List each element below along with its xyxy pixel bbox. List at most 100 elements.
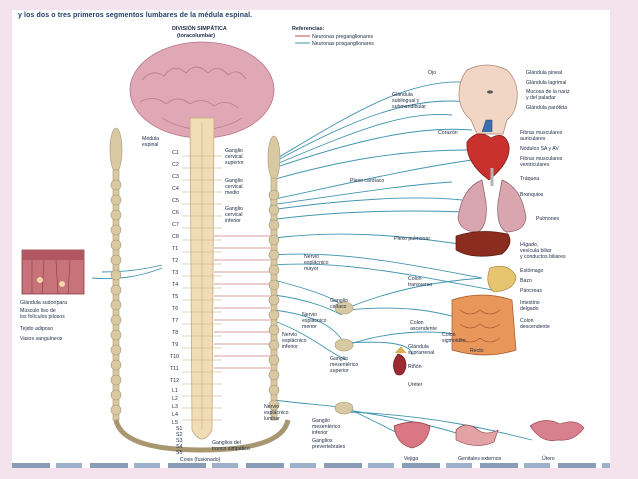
label-colon-desc: Colon — [520, 318, 534, 324]
segment-label: L2 — [172, 396, 178, 402]
segment-label: T12 — [170, 378, 179, 384]
label-lesser-splanchnic: Nervio — [302, 312, 317, 318]
label-trachea: Tráquea — [520, 176, 539, 182]
segment-label: T5 — [172, 294, 178, 300]
segment-label: L4 — [172, 412, 178, 418]
label-adrenal-2: suprarrenal — [408, 350, 434, 356]
label-ganglion-superior-2: cervical — [225, 154, 243, 160]
label-inf-mesenteric-3: inferior — [312, 430, 328, 436]
label-eye: Ojo — [428, 70, 436, 76]
liver-labels: Hígado, vesícula biliar y conductos bili… — [520, 242, 566, 260]
legend-item-post: Neuronas posganglionares — [312, 41, 374, 47]
label-atrial: Fibras musculares — [520, 130, 563, 136]
abdomen-illustration — [393, 265, 517, 376]
ganglion-labels: Ganglio cervical superior Ganglio cervic… — [212, 148, 358, 452]
label-salivary-3: submandibular — [392, 104, 426, 110]
segment-label: C4 — [172, 186, 179, 192]
label-colon-asc: Colon — [410, 320, 424, 326]
label-lumbar-splanchnic: Nervio — [264, 404, 279, 410]
label-mucosa-2: y del paladar — [526, 95, 556, 101]
label-spleen: Bazo — [520, 278, 532, 284]
label-colon-sig: Colon — [442, 332, 456, 338]
bottom-strip — [12, 463, 610, 468]
lung-labels: Tráquea Bronquios Pulmones — [520, 176, 559, 222]
inf-mesenteric-ganglion — [334, 401, 354, 415]
segment-label: L3 — [172, 404, 178, 410]
label-colon-asc-2: ascendente — [410, 326, 437, 332]
label-colon-sig-2: sigmoideo — [442, 338, 466, 344]
label-ganglion-middle-2: cervical — [225, 184, 243, 190]
label-ganglion-inferior: Ganglio — [225, 206, 243, 212]
label-greater-splanchnic-2: esplácnico — [304, 260, 329, 266]
segment-label: C5 — [172, 198, 179, 204]
label-stomach: Estómago — [520, 268, 543, 274]
left-sympathetic-trunk — [109, 127, 291, 453]
slide-frame: y los dos o tres primeros segmentos lumb… — [12, 10, 610, 468]
label-lumbar-splanchnic-2: esplácnico — [264, 410, 289, 416]
label-least-splanchnic-2: esplácnico — [282, 338, 307, 344]
label-greater-splanchnic: Nervio — [304, 254, 319, 260]
label-prevertebral: Ganglios — [312, 438, 333, 444]
segment-label: T7 — [172, 318, 178, 324]
segment-label: S3 — [176, 438, 183, 444]
division-title-line2: (toracolumbar) — [177, 33, 215, 39]
label-pineal: Glándula pineal — [526, 70, 562, 76]
label-ureter: Uréter — [408, 382, 423, 388]
label-liver-3: y conductos biliares — [520, 254, 566, 260]
label-nodes: Nódulos SA y AV — [520, 146, 559, 152]
label-sup-mesenteric-3: superior — [330, 368, 349, 374]
pelvic-organs — [393, 420, 585, 449]
label-inf-mesenteric-2: mesentérico — [312, 424, 340, 430]
label-prevertebral-2: prevertebrales — [312, 444, 346, 450]
head-illustration — [458, 64, 518, 135]
head-labels: Ojo Glándula sublingual y submandibular … — [392, 70, 570, 111]
label-inf-mesenteric: Ganglio — [312, 418, 330, 424]
segment-labels: C1 C2 C3 C4 C5 C6 C7 C8 T1 T2 T3 T4 T5 T… — [170, 150, 183, 456]
label-lacrimal: Glándula lagrimal — [526, 80, 566, 86]
segment-label: S1 — [176, 426, 183, 432]
label-kidney: Riñón — [408, 364, 422, 370]
segment-label: C3 — [172, 174, 179, 180]
legend-title: Referencias: — [292, 26, 325, 32]
label-salivary: Glándula — [392, 92, 413, 98]
label-uterus: Útero — [542, 455, 555, 462]
heart-illustration — [466, 119, 510, 181]
segment-label: T8 — [172, 330, 178, 336]
label-ventricular: Fibras musculares — [520, 156, 563, 162]
nerve-labels: Nervio esplácnico mayor Nervio esplácnic… — [264, 254, 329, 422]
label-celiac-2: celíaco — [330, 304, 347, 310]
label-sup-mesenteric: Ganglio — [330, 356, 348, 362]
label-ganglion-inferior-2: cervical — [225, 212, 243, 218]
label-small-intestine-2: delgado — [520, 306, 539, 312]
segment-label: S5 — [176, 450, 183, 456]
segment-label: C7 — [172, 222, 179, 228]
label-colon-trans-2: transverso — [408, 282, 432, 288]
label-bladder: Vejiga — [404, 456, 418, 462]
label-least-splanchnic: Nervio — [282, 332, 297, 338]
label-heart: Corazón — [438, 130, 458, 136]
label-ganglion-superior-3: superior — [225, 160, 244, 166]
label-trunk-ganglia-2: tronco simpático — [212, 446, 250, 452]
label-salivary-2: sublingual y — [392, 98, 420, 104]
pelvis-labels: Vejiga Genitales externos Útero — [404, 455, 555, 462]
label-mucosa: Mucosa de la nariz — [526, 89, 570, 95]
label-blood-vessels: Vasos sanguíneos — [20, 336, 63, 342]
prevertebral-ganglia — [334, 301, 354, 415]
heart-labels: Corazón Fibras musculares auriculares Nó… — [438, 130, 563, 168]
label-lesser-splanchnic-3: menor — [302, 324, 317, 330]
segment-label: C2 — [172, 162, 179, 168]
label-pulmonary-plexus: Plexo pulmonar — [394, 236, 430, 242]
label-genitals: Genitales externos — [458, 456, 502, 462]
segment-label: C1 — [172, 150, 179, 156]
right-sympathetic-trunk — [267, 135, 281, 421]
label-liver-2: vesícula biliar — [520, 248, 552, 254]
legend-item-pre: Neuronas preganglionares — [312, 34, 374, 40]
label-pancreas: Páncreas — [520, 288, 542, 294]
segment-label: L5 — [172, 420, 178, 426]
label-cardiac-plexus: Plexo cardíaco — [350, 178, 384, 184]
label-colon-desc-2: descendente — [520, 324, 550, 330]
label-greater-splanchnic-3: mayor — [304, 266, 319, 272]
label-ganglion-inferior-3: inferior — [225, 218, 241, 224]
segment-label: T4 — [172, 282, 178, 288]
spinal-cord — [182, 117, 270, 440]
